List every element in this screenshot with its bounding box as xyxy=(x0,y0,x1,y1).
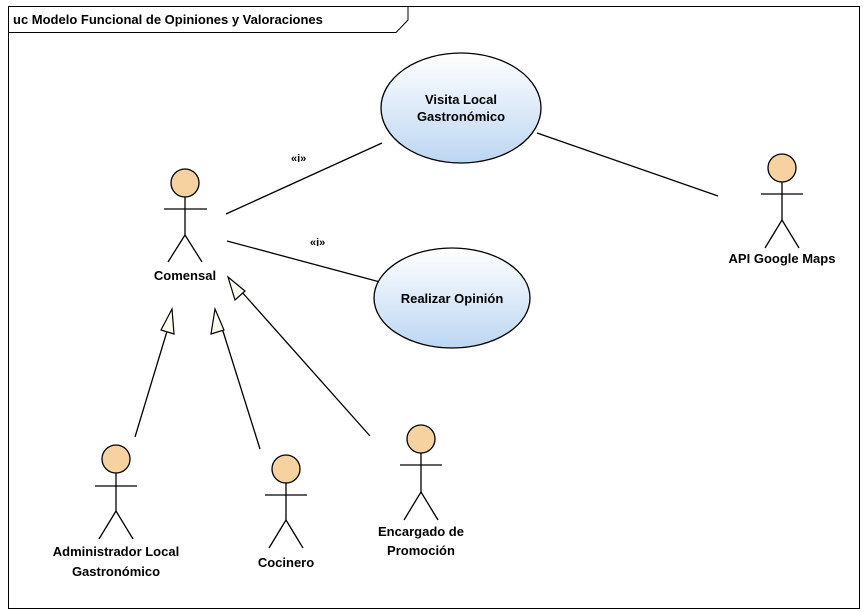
actor-api-google-maps[interactable]: API Google Maps xyxy=(729,153,836,266)
use-case-realizar-opinion[interactable]: Realizar Opinión xyxy=(373,247,531,349)
actor-head-icon xyxy=(406,424,436,454)
actor-head-icon xyxy=(767,153,797,183)
frame-title: uc Modelo Funcional de Opiniones y Valor… xyxy=(13,12,323,27)
use-case-visita-local-label-1: Visita Local xyxy=(425,92,497,107)
actor-administrador-local-label-2: Gastronómico xyxy=(72,564,160,579)
actor-encargado-promocion-label-2: Promoción xyxy=(387,543,455,558)
association-comensal-visita xyxy=(225,142,383,215)
actor-head-icon xyxy=(101,444,131,474)
actor-comensal[interactable]: Comensal xyxy=(154,168,216,283)
actor-api-google-maps-label: API Google Maps xyxy=(729,251,836,266)
frame-title-tab: uc Modelo Funcional de Opiniones y Valor… xyxy=(8,6,409,33)
actor-encargado-promocion-label-1: Encargado de xyxy=(378,524,464,539)
use-case-visita-local-label-2: Gastronómico xyxy=(417,109,505,124)
actor-cocinero-label: Cocinero xyxy=(258,555,314,570)
generalization-admin-comensal xyxy=(134,306,175,438)
actor-comensal-label: Comensal xyxy=(154,268,216,283)
actor-administrador-local-label-1: Administrador Local xyxy=(53,544,179,559)
association-visita-api xyxy=(536,132,719,197)
generalization-cocinero-comensal xyxy=(210,306,261,450)
use-case-visita-local[interactable]: Visita Local Gastronómico xyxy=(380,52,542,164)
include-stereotype-label: «i» xyxy=(310,237,325,249)
include-stereotype-label: «i» xyxy=(291,153,306,165)
actor-encargado-promocion[interactable]: Encargado de Promoción xyxy=(378,424,464,558)
actor-cocinero[interactable]: Cocinero xyxy=(258,454,314,570)
association-comensal-opinion xyxy=(226,240,381,283)
actor-head-icon xyxy=(271,454,301,484)
use-case-realizar-opinion-label: Realizar Opinión xyxy=(401,291,504,306)
actor-administrador-local[interactable]: Administrador Local Gastronómico xyxy=(53,444,179,579)
generalization-encargado-comensal xyxy=(226,275,371,437)
actor-head-icon xyxy=(170,168,200,198)
